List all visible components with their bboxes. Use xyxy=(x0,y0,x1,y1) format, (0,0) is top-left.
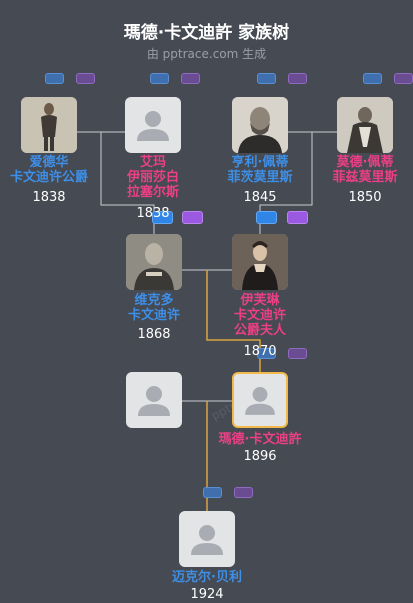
birth-year-evelyn: 1870 xyxy=(243,344,277,359)
expand-mother-button-edward[interactable] xyxy=(76,73,95,84)
portrait-evelyn[interactable] xyxy=(232,234,288,290)
birth-year-emma: 1838 xyxy=(136,206,170,221)
portrait-madeline[interactable] xyxy=(232,372,288,428)
portrait-photo-icon xyxy=(337,97,393,153)
page-title: 瑪德·卡文迪許 家族树 xyxy=(123,23,290,43)
portrait-photo-icon xyxy=(232,234,288,290)
person-name-henry[interactable]: 亨利·佩蒂菲茨莫里斯 xyxy=(227,155,293,185)
expand-father-button-emma[interactable] xyxy=(150,73,169,84)
birth-year-michael: 1924 xyxy=(190,587,224,602)
person-name-evelyn[interactable]: 伊芙琳卡文迪许公爵夫人 xyxy=(233,293,286,338)
person-silhouette-icon xyxy=(191,525,223,555)
expand-mother-button-maud[interactable] xyxy=(394,73,413,84)
expand-father-button-victor[interactable] xyxy=(152,211,173,224)
expand-father-button-michael[interactable] xyxy=(203,487,222,498)
expand-father-button-maud[interactable] xyxy=(363,73,382,84)
person-name-victor[interactable]: 维克多卡文迪许 xyxy=(127,293,180,323)
expand-father-button-henry[interactable] xyxy=(257,73,276,84)
portrait-maud[interactable] xyxy=(337,97,393,153)
person-silhouette-icon xyxy=(245,387,275,415)
person-silhouette-icon xyxy=(138,386,170,416)
person-name-madeline[interactable]: 瑪德·卡文迪許 xyxy=(218,432,302,447)
expand-mother-button-madeline[interactable] xyxy=(288,348,307,359)
person-name-michael[interactable]: 迈克尔·贝利 xyxy=(172,570,242,585)
birth-year-maud: 1850 xyxy=(348,190,382,205)
birth-year-victor: 1868 xyxy=(137,327,171,342)
page-subtitle: 由 pptrace.com 生成 xyxy=(146,47,267,61)
expand-mother-button-michael[interactable] xyxy=(234,487,253,498)
portrait-spouse[interactable] xyxy=(126,372,182,428)
portrait-henry[interactable] xyxy=(232,97,288,153)
portrait-photo-icon xyxy=(232,97,288,153)
expand-father-button-edward[interactable] xyxy=(45,73,64,84)
person-name-emma[interactable]: 艾玛伊丽莎白拉塞尔斯 xyxy=(126,155,179,200)
person-silhouette-icon xyxy=(137,111,169,141)
expand-mother-button-henry[interactable] xyxy=(288,73,307,84)
birth-year-edward: 1838 xyxy=(32,190,66,205)
expand-father-button-evelyn[interactable] xyxy=(256,211,277,224)
portrait-photo-icon xyxy=(21,97,77,153)
portrait-victor[interactable] xyxy=(126,234,182,290)
expand-mother-button-emma[interactable] xyxy=(181,73,200,84)
person-name-edward[interactable]: 爱德华卡文迪许公爵 xyxy=(9,155,88,185)
person-name-maud[interactable]: 莫德·佩蒂菲兹莫里斯 xyxy=(332,155,398,185)
portrait-photo-icon xyxy=(126,234,182,290)
portrait-michael[interactable] xyxy=(179,511,235,567)
portrait-emma[interactable] xyxy=(125,97,181,153)
birth-year-madeline: 1896 xyxy=(243,449,277,464)
expand-mother-button-victor[interactable] xyxy=(182,211,203,224)
portrait-edward[interactable] xyxy=(21,97,77,153)
expand-father-button-madeline[interactable] xyxy=(257,348,276,359)
expand-mother-button-evelyn[interactable] xyxy=(287,211,308,224)
birth-year-henry: 1845 xyxy=(243,190,277,205)
